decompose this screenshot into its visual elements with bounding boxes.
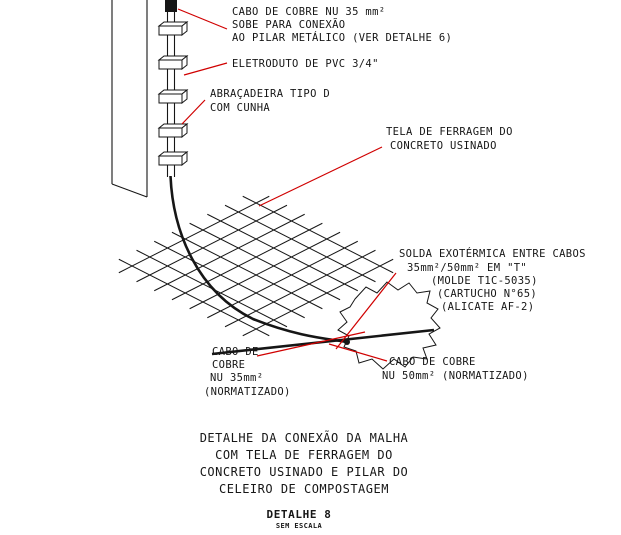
label-cable35-2: COBRE [212,359,245,371]
label-conduit: ELETRODUTO DE PVC 3/4" [232,58,379,70]
metal-pillar [111,0,148,198]
label-cable50-2: NU 50mm² (NORMATIZADO) [382,370,529,382]
label-weld-4: (CARTUCHO N°65) [437,288,537,300]
leader-mesh [258,146,383,207]
label-riser-cable-2: SOBE PARA CONEXÃO [232,18,345,31]
annotations: CABO DE COBRE NU 35 mm² SOBE PARA CONEXÃ… [204,6,586,398]
label-cable35-3: NU 35mm² [210,372,263,384]
leader-riser-cable [177,8,228,30]
clamps-type-d [158,21,188,166]
leader-conduit [183,62,228,76]
conduit-top-cap [165,0,177,12]
weld-point [344,339,350,345]
label-cable35-1: CABO DE [212,346,259,358]
label-weld-1: SOLDA EXOTÉRMICA ENTRE CABOS [399,247,586,260]
caption-line-2: COM TELA DE FERRAGEM DO [215,448,393,462]
leader-cable50 [328,343,388,362]
label-mesh-1: TELA DE FERRAGEM DO [386,126,513,138]
caption-line-4: CELEIRO DE COMPOSTAGEM [219,482,389,496]
copper-cable-35mm [169,175,348,344]
leader-clamp [181,99,206,125]
label-weld-2: 35mm²/50mm² EM "T" [407,262,527,274]
label-cable35-4: (NORMATIZADO) [204,386,291,398]
label-weld-5: (ALICATE AF-2) [441,301,534,313]
detail-number: DETALHE 8 [266,508,331,521]
label-clamp-1: ABRAÇADEIRA TIPO D [210,88,330,100]
label-weld-3: (MOLDE T1C-5035) [431,275,538,287]
leader-lines [177,8,397,362]
label-cable50-1: CABO DE COBRE [389,356,476,368]
leader-cable35 [256,331,366,357]
caption-block: DETALHE DA CONEXÃO DA MALHA COM TELA DE … [200,430,409,530]
label-clamp-2: COM CUNHA [210,102,270,114]
copper-cable-50mm [211,328,435,356]
rebar-mesh [106,190,407,343]
caption-line-3: CONCRETO USINADO E PILAR DO [200,465,409,479]
caption-line-1: DETALHE DA CONEXÃO DA MALHA [200,430,409,445]
label-riser-cable-3: AO PILAR METÁLICO (VER DETALHE 6) [232,31,452,44]
label-riser-cable-1: CABO DE COBRE NU 35 mm² [232,6,385,18]
scale-note: SEM ESCALA [276,522,323,530]
label-mesh-2: CONCRETO USINADO [390,140,497,152]
